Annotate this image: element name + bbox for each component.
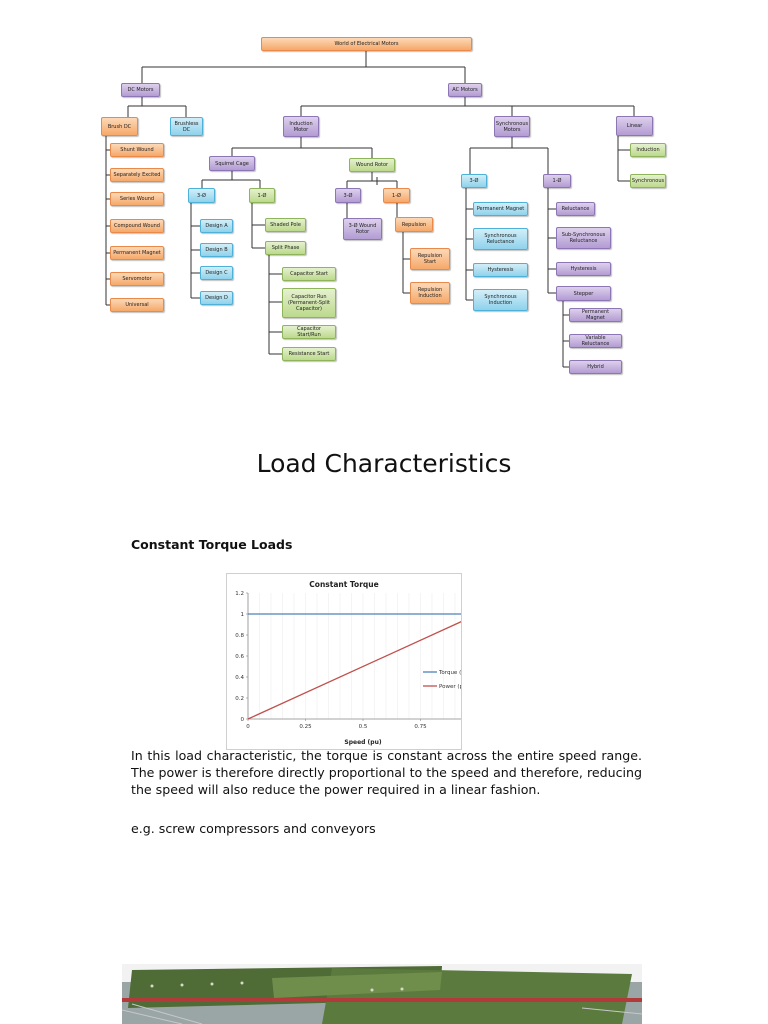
node-capacitor-start: Capacitor Start — [282, 267, 336, 281]
node-servomotor: Servomotor — [110, 272, 164, 286]
x-tick-label: 0 — [246, 724, 250, 730]
node-variable-reluctance: Variable Reluctance — [569, 334, 622, 348]
node-compound-wound: Compound Wound — [110, 219, 164, 233]
node-universal: Universal — [110, 298, 164, 312]
node-dc-motors: DC Motors — [121, 83, 160, 97]
node-capacitor-run: Capacitor Run (Permanent-Split Capacitor… — [282, 288, 336, 318]
node-3-phase-wound-rotor: 3-Ø Wound Rotor — [343, 218, 382, 240]
node-resistance-start: Resistance Start — [282, 347, 336, 361]
load-description-paragraph: In this load characteristic, the torque … — [131, 748, 642, 797]
node-synchronous-reluctance: Synchronous Reluctance — [473, 228, 528, 250]
example-text: e.g. screw compressors and conveyors — [131, 821, 376, 836]
node-repulsion: Repulsion — [395, 217, 433, 232]
node-linear-induction: Induction — [630, 143, 666, 157]
node-reluctance: Reluctance — [556, 202, 595, 216]
x-tick-label: 0.75 — [414, 724, 427, 730]
node-syn-permanent-magnet: Permanent Magnet — [473, 202, 528, 216]
node-stepper: Stepper — [556, 286, 611, 301]
node-sc-3-phase: 3-Ø — [188, 188, 215, 203]
chart-title: Constant Torque — [309, 580, 378, 589]
y-tick-label: 1 — [241, 612, 245, 618]
node-design-b: Design B — [200, 243, 233, 257]
node-induction-motor: Induction Motor — [283, 116, 319, 137]
node-linear-synchronous: Synchronous — [630, 174, 666, 188]
y-tick-label: 0 — [241, 717, 245, 723]
node-series-wound: Series Wound — [110, 192, 164, 206]
tree-connectors — [105, 51, 635, 368]
node-shaded-pole: Shaded Pole — [265, 218, 306, 232]
node-brushless-dc: Brushless DC — [170, 117, 203, 136]
node-wr-1-phase: 1-Ø — [383, 188, 410, 203]
node-linear: Linear — [616, 116, 653, 136]
y-tick-label: 1.2 — [235, 591, 244, 597]
x-tick-label: 0.5 — [359, 724, 368, 730]
section-subheading: Constant Torque Loads — [131, 537, 293, 552]
page-heading: Load Characteristics — [256, 449, 512, 478]
node-design-d: Design D — [200, 291, 233, 305]
node-ac-motors: AC Motors — [448, 83, 482, 97]
series-line-power — [247, 621, 461, 720]
node-sc-1-phase: 1-Ø — [249, 188, 275, 203]
node-split-phase: Split Phase — [265, 241, 306, 255]
y-tick-label: 0.4 — [235, 675, 244, 681]
y-tick-label: 0.8 — [235, 633, 244, 639]
node-design-a: Design A — [200, 219, 233, 233]
node-capacitor-start-run: Capacitor Start/Run — [282, 325, 336, 339]
node-syn-hysteresis: Hysteresis — [473, 263, 528, 277]
node-repulsion-start: Repulsion Start — [410, 248, 450, 270]
node-stepper-permanent-magnet: Permanent Magnet — [569, 308, 622, 322]
node-world-of-electrical-motors: World of Electrical Motors — [261, 37, 472, 51]
chart-axes — [247, 593, 461, 720]
node-repulsion-induction: Repulsion Induction — [410, 282, 450, 304]
node-wr-3-phase: 3-Ø — [335, 188, 361, 203]
chart-legend: Torque (pu) Power (pu) — [423, 670, 461, 690]
node-hybrid: Hybrid — [569, 360, 622, 374]
node-squirrel-cage: Squirrel Cage — [209, 156, 255, 171]
y-tick-label: 0.2 — [235, 696, 244, 702]
node-brush-dc: Brush DC — [101, 117, 138, 136]
node-shunt-wound: Shunt Wound — [110, 143, 164, 157]
node-syn-1-phase: 1-Ø — [543, 174, 571, 188]
conveyor-photo — [122, 964, 642, 1024]
chart-series — [247, 613, 461, 720]
node-syn-3-phase: 3-Ø — [461, 174, 487, 188]
chart-x-axis-label: Speed (pu) — [344, 739, 381, 746]
node-separately-excited: Separately Excited — [110, 168, 164, 182]
node-sub-synchronous-reluctance: Sub-Synchronous Reluctance — [556, 227, 611, 249]
chart-svg: Constant Torque 0 0.2 0.4 0.6 0.8 1 1.2 0 0.25 0.… — [235, 580, 461, 746]
x-tick-label: 0.25 — [299, 724, 312, 730]
legend-label-torque: Torque (pu) — [438, 670, 461, 676]
node-permanent-magnet-dc: Permanent Magnet — [110, 246, 164, 260]
legend-label-power: Power (pu) — [439, 684, 461, 690]
y-tick-label: 0.6 — [235, 654, 244, 660]
node-1ph-hysteresis: Hysteresis — [556, 262, 611, 276]
node-design-c: Design C — [200, 266, 233, 280]
node-synchronous-motors: Synchronous Motors — [494, 116, 530, 137]
node-synchronous-induction: Synchronous Induction — [473, 289, 528, 311]
chart-ticks: 00.20.40.60.811.200.250.50.751 — [235, 591, 427, 730]
node-wound-rotor: Wound Rotor — [349, 158, 395, 172]
constant-torque-chart: Constant Torque 0 0.2 0.4 0.6 0.8 1 1.2 0 0.25 0.… — [226, 573, 462, 750]
